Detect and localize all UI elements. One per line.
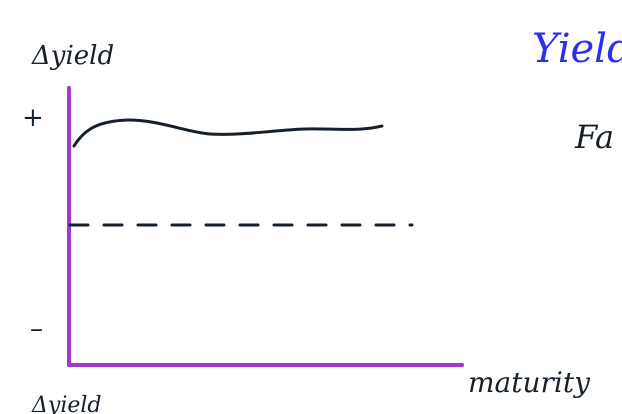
yield-curve-line [72,118,384,148]
plus-tick-label: + [22,103,44,133]
x-axis-label: maturity [468,366,591,399]
bottom-partial-label: Δyield [31,393,102,414]
y-axis-label: Δyield [31,41,114,71]
title-fragment: Yield [532,26,622,72]
minus-tick-label: – [30,314,43,344]
subtitle-fragment: Fa [574,118,614,156]
